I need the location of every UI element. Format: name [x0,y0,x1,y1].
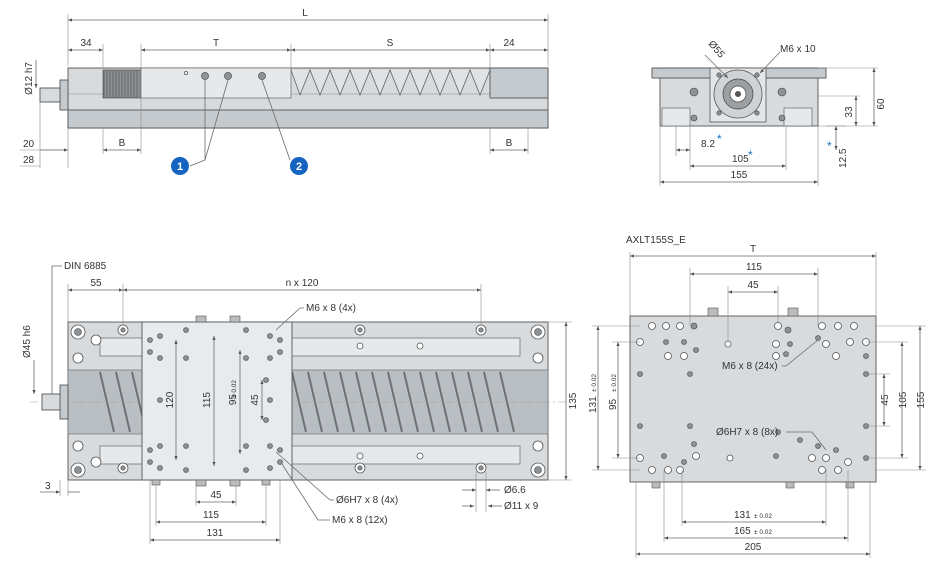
carriage-top [141,321,293,481]
top-dim-45v: 45 [250,394,261,406]
carriage-side [140,67,292,99]
carriage-dim-45r: 45 [880,394,891,406]
carriage-dim-131v-tol: ± 0.02 [591,374,598,392]
top-dim-120: 120 [165,391,176,408]
carriage-dim-95v: 95 [608,398,619,410]
dim-24: 24 [503,38,515,49]
carriage-dim-165b: 165 [734,526,751,537]
carriage-dim-d6h7-8: Ø6H7 x 8 (8x) [716,427,778,438]
top-dim-115: 115 [202,392,213,408]
carriage-dim-115: 115 [746,262,762,273]
end-dim-8-2: 8.2 [701,139,715,150]
callout-1-label: 1 [177,161,183,173]
top-dim-m6x8-12: M6 x 8 (12x) [332,515,388,526]
dim-d12: Ø12 h7 [24,62,35,95]
carriage-title: AXLT155S_E [626,235,686,246]
end-dim-12-5: 12.5 [838,148,849,168]
end-dim-60: 60 [876,98,887,110]
dim-L: L [302,8,308,19]
end-star-2: * [748,148,753,162]
carriage-dim-131b: 131 [734,510,751,521]
callout-1 [171,157,189,175]
top-dim-n120: n x 120 [286,278,319,289]
dim-T: T [213,38,219,49]
top-dim-131: 131 [207,528,224,539]
end-dim-m6x10: M6 x 10 [780,44,816,55]
carriage-dim-205b: 205 [745,542,762,553]
top-dim-din: DIN 6885 [64,261,107,272]
dim-34: 34 [80,38,92,49]
side-view: L 34 T S 24 Ø12 h7 20 28 B B [20,8,549,175]
carriage-dim-155r: 155 [916,391,927,408]
end-dim-33: 33 [844,106,855,118]
top-dim-d6-6: Ø6.6 [504,485,526,496]
end-view: Ø55 M6 x 10 60 33 12.5 * 8.2 * 105 * 155 [651,39,887,186]
top-dim-115h: 115 [203,510,219,521]
dim-S: S [387,38,394,49]
carriage-dim-105r: 105 [898,391,909,408]
right-bellows [290,69,491,96]
carriage-dim-45: 45 [747,280,759,291]
dim-B-left: B [119,138,126,149]
left-bellows [102,69,142,99]
top-dim-45h: 45 [210,490,222,501]
carriage-dim-T: T [750,244,756,255]
carriage-dim-165b-tol: ± 0.02 [754,529,772,536]
dim-20: 20 [23,139,35,150]
carriage-view: AXLT155S_E [588,235,927,558]
carriage-view-holes [636,322,870,474]
dim-B-right: B [506,138,513,149]
carriage-top-holes [147,327,283,473]
top-dim-d11x9: Ø11 x 9 [504,501,539,512]
top-dim-d45h6: Ø45 h6 [22,325,33,358]
top-dim-95-tol: ± 0.02 [231,380,238,398]
end-dim-d55: Ø55 [706,39,727,61]
top-dim-d6h7: Ø6H7 x 8 (4x) [336,495,398,506]
end-dim-105: 105 [732,154,749,165]
callout-2-label: 2 [296,161,302,173]
end-dim-155: 155 [731,170,748,181]
carriage-dim-95v-tol: ± 0.02 [611,374,618,392]
carriage-dim-131v: 131 [588,396,599,413]
dim-28: 28 [23,155,35,166]
end-star-4: * [827,139,832,153]
end-star-1: * [717,132,722,146]
top-dim-95: 95 [228,394,239,406]
callout-2 [290,157,308,175]
top-view: 120 115 95 ± 0.02 45 55 n x 120 DIN 6885… [22,261,579,544]
carriage-dim-131b-tol: ± 0.02 [754,513,772,520]
carriage-dim-m6x8-24: M6 x 8 (24x) [722,361,778,372]
top-dim-135: 135 [568,392,579,409]
top-dim-55: 55 [90,278,102,289]
top-dim-m6x8-4: M6 x 8 (4x) [306,303,356,314]
top-dim-3: 3 [45,481,51,492]
